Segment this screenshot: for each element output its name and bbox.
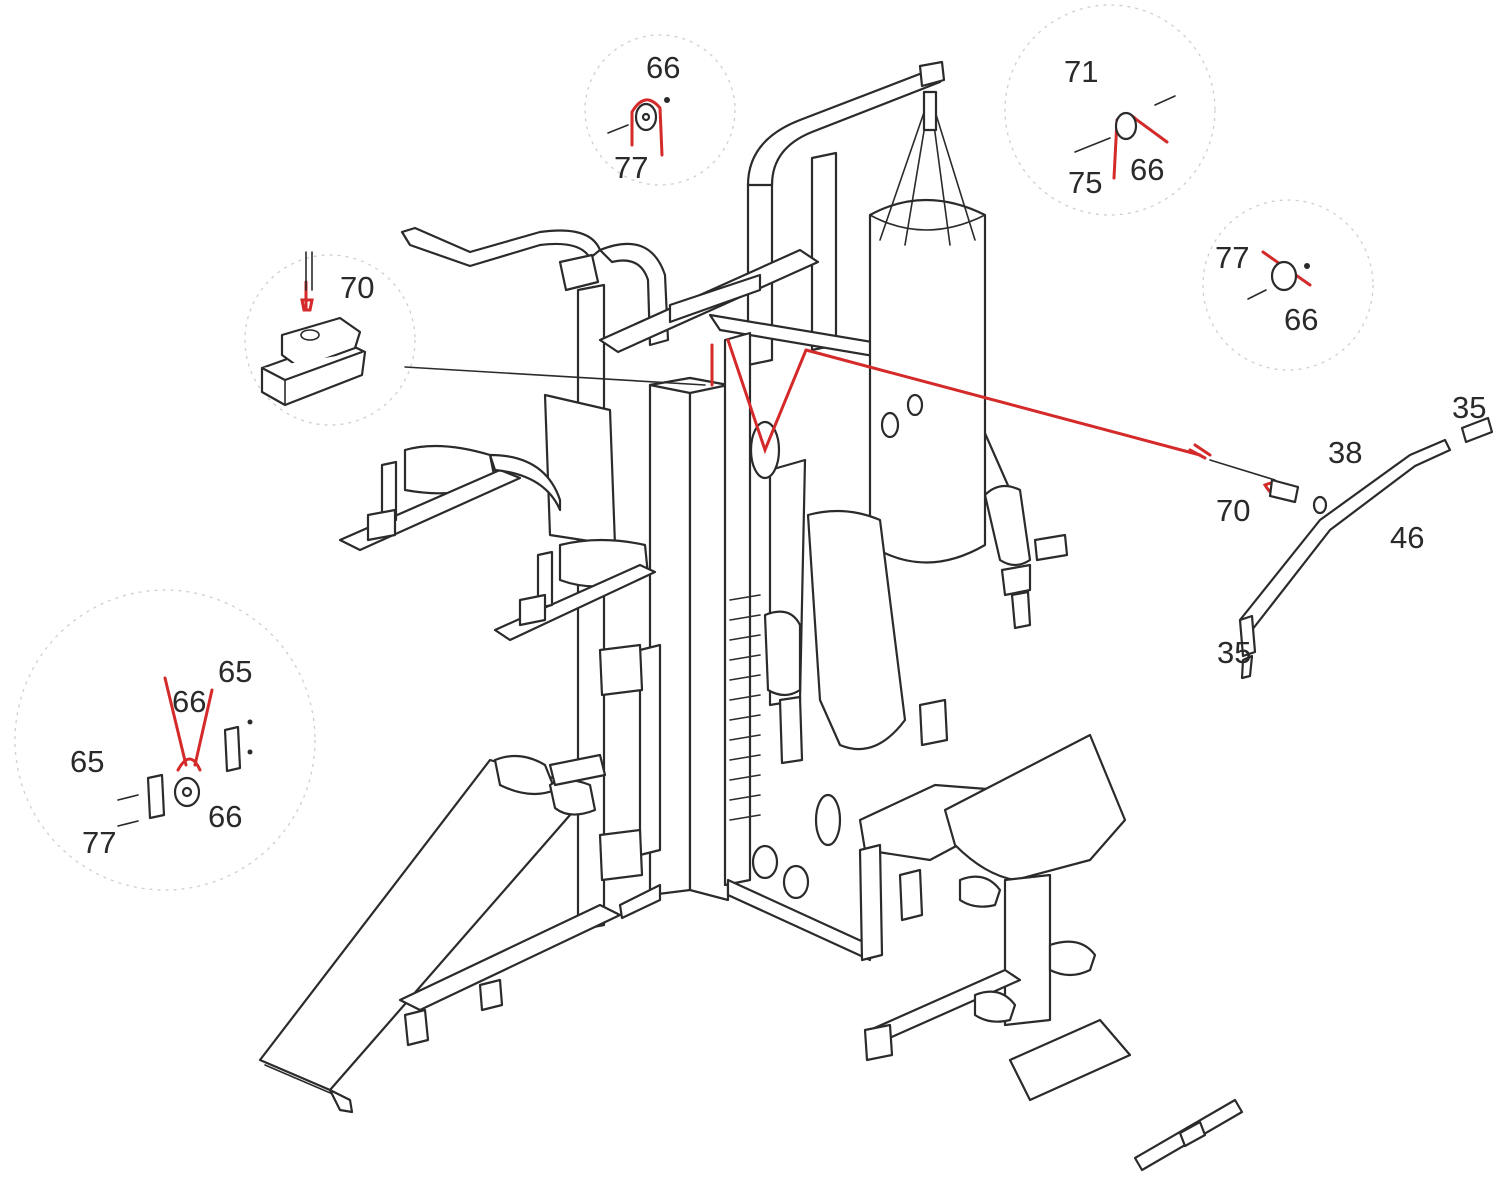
callout-71-top-right: 71 [1064,54,1098,89]
callout-66-left-top: 66 [172,684,206,719]
callout-65-left-top: 65 [218,654,252,689]
callout-66-right: 66 [1284,302,1318,337]
callout-66-left-bottom: 66 [208,799,242,834]
callout-77-left: 77 [82,825,116,860]
callout-70-bar: 70 [1216,493,1250,528]
pulleys [749,393,924,900]
cable-top-v [726,338,808,455]
callout-75-top-right: 75 [1068,165,1102,200]
callout-77-top-center: 77 [614,150,648,185]
callout-66-top-right: 66 [1130,152,1164,187]
callout-labels: 66 77 71 75 66 77 66 70 35 38 70 46 35 6… [70,50,1486,860]
detail-circles [14,4,1374,891]
callout-38-bar: 38 [1328,435,1362,470]
cable-spring [1188,443,1212,460]
callout-70-weight: 70 [340,270,374,305]
callout-65-left-side: 65 [70,744,104,779]
gym-frame [258,60,1244,1172]
callout-66-top-center: 66 [646,50,680,85]
weight-stack [729,594,761,821]
callout-77-right: 77 [1215,240,1249,275]
cable-main [804,348,1202,457]
callout-46-bar: 46 [1390,520,1424,555]
detail-parts [117,95,1494,827]
callout-35-bar-bottom: 35 [1217,635,1251,670]
callout-35-bar-top: 35 [1452,390,1486,425]
